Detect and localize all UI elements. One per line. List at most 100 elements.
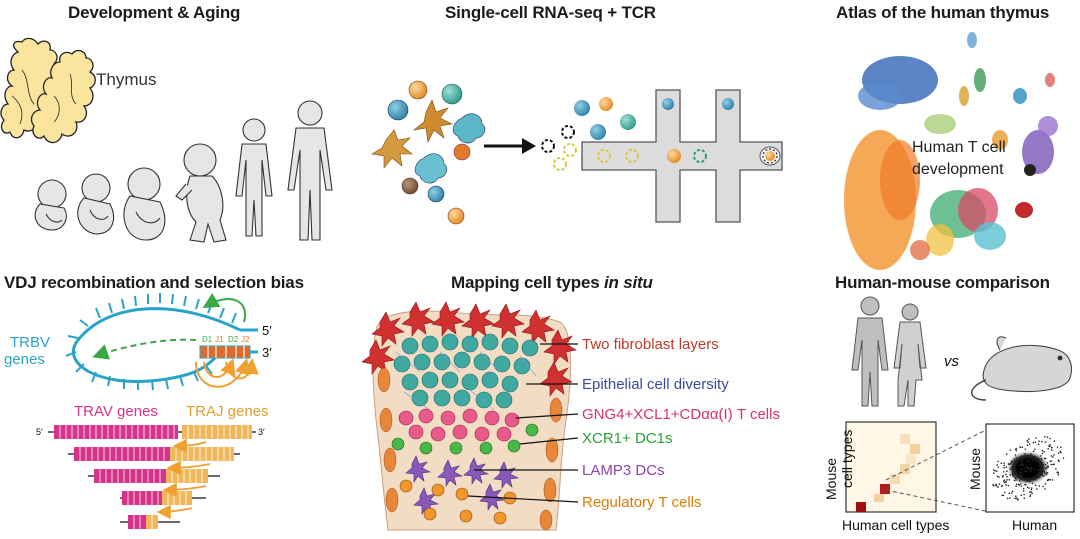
scatter-point [995,483,997,486]
scatter-point [1013,479,1016,482]
atlas-umap [844,32,1058,270]
scatter-point [1005,453,1008,456]
scatter-point [1034,478,1036,481]
scatter-point [1034,448,1036,451]
scatter-point [1038,440,1040,443]
label-gng4-t-cells: GNG4+XCL1+CDαα(I) T cells [582,406,780,423]
scatter-point [1041,452,1044,455]
scatter-point [1034,460,1037,463]
scatter-point [1050,463,1053,466]
scatter-point [1009,449,1012,451]
epithelial-cell-2 [414,153,448,184]
scatter-point [1052,463,1054,466]
scatter-point [1042,470,1044,473]
scatter-point [1055,468,1057,470]
scatter-point [1030,467,1032,470]
scatter-point [1019,456,1021,459]
title-atlas: Atlas of the human thymus [836,3,1050,22]
scatter-point [1049,460,1052,463]
scatter-point [1034,441,1037,444]
title-development: Development & Aging [68,3,241,22]
scatter-point [1034,484,1037,487]
scatter-point [1044,436,1046,438]
scatter-point [1015,483,1018,486]
scatter-point [1057,459,1060,462]
label-xcr1-dc1s: XCR1+ DC1s [582,430,672,447]
scatter-point [1024,448,1027,451]
scatter-point [1019,446,1021,449]
regulatory-t-cells [399,479,517,525]
dendritic-cell-2 [371,129,413,169]
scatter-point [1011,474,1014,477]
scatter-point [1016,461,1018,464]
scatter-point [1058,460,1060,463]
scatter-point [1003,464,1006,467]
scatter-point [997,486,999,488]
scatter-point [1028,466,1030,469]
scatter-point [1010,462,1012,464]
scatter-point [1051,479,1054,481]
flow-arrowhead [522,138,536,154]
barcode-bead [561,125,575,139]
scatter-point [1029,495,1031,498]
scatter-point [1033,468,1035,470]
scatter-point [1026,467,1028,470]
scatter-point [1049,479,1051,481]
title-comparison: Human-mouse comparison [835,273,1050,292]
cell-blue [387,99,409,121]
scatter-point [1053,440,1056,442]
scatter-point [996,475,999,478]
scatter-point [1029,457,1032,460]
scatter-point [995,470,998,473]
scatter-point [1014,454,1017,456]
scatter-point [1015,456,1017,459]
scatter-point [1031,482,1034,485]
scatter-point [1037,468,1039,471]
mouse-illustration [971,336,1073,401]
scatter-point [1044,441,1047,443]
child-figure [235,118,273,237]
vs-label: vs [944,353,960,370]
scatter-point [1015,495,1017,498]
scatter-point [1036,488,1038,490]
fetus-1 [34,179,67,231]
scatter-point [1041,440,1043,443]
fetus-3 [123,167,166,241]
scatter-point [1021,459,1024,462]
scatter-point [1036,473,1039,476]
scatter-point [1049,444,1051,446]
scatter-point [992,469,995,471]
scatter-point [1026,458,1029,461]
barcode-bead [563,143,577,157]
scatter-point [1003,491,1006,494]
scatter-point [1013,458,1015,461]
scatter-point [1029,494,1032,496]
scatter-point [1028,487,1030,489]
scatter-point [1038,472,1041,474]
scatter-point [1038,476,1040,478]
scatter-point [1030,487,1033,489]
scatter-point [1043,475,1045,477]
scatter-point [1041,473,1043,475]
trbv-label-line1: TRBV [10,334,50,351]
scatter-point [1040,455,1042,457]
scatter-point [1029,480,1031,483]
scatter-point [1029,468,1031,470]
scatter-point [1012,471,1014,474]
scatter-point [1008,492,1010,495]
atlas-label-line1: Human T cell [912,139,1006,156]
scatter-point [1002,475,1005,477]
scatter-point [1033,456,1035,458]
scatter-point [1044,463,1047,466]
mapping-leader-lines [467,343,579,503]
scatter-point [1048,445,1050,447]
scatter-point [1041,449,1044,452]
scatter-point [1060,451,1062,454]
scatter-point [1008,479,1011,481]
barcode-bead [541,139,555,153]
scatter-point [1017,499,1019,501]
xcr1-dc1s [391,423,539,455]
scatter-point [1010,468,1013,471]
dendritic-cell [412,99,453,143]
